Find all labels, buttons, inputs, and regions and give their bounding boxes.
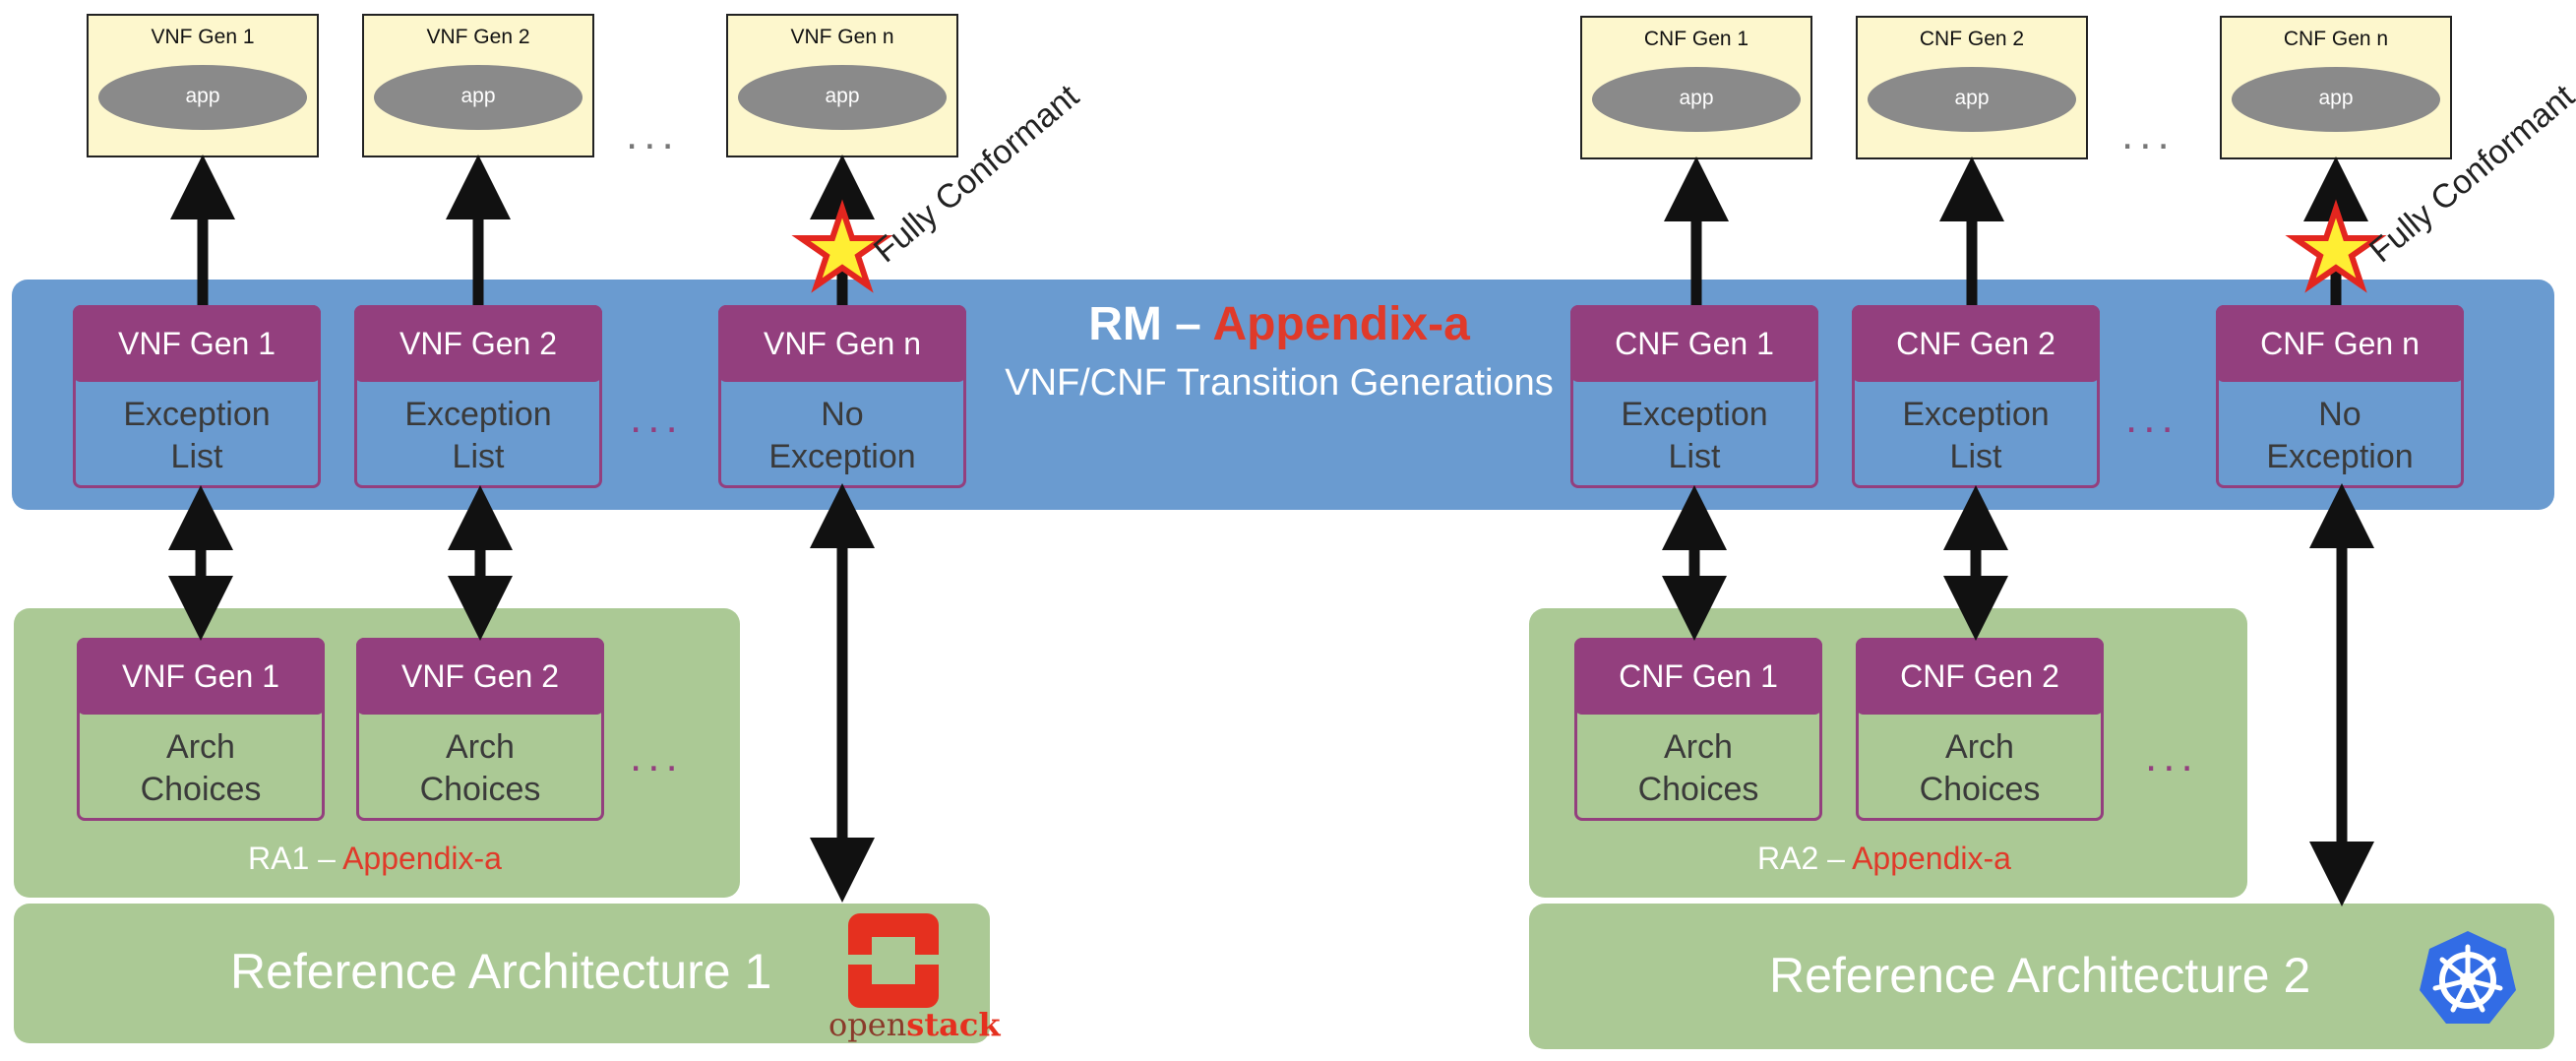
top-app-cnf-gen-1: CNF Gen 1 app <box>1580 16 1812 159</box>
kubernetes-logo <box>2415 927 2521 1033</box>
reference-architecture-2-label: Reference Architecture 2 <box>1769 948 2311 1003</box>
top-app-vnf-gen-1: VNF Gen 1 app <box>87 14 319 157</box>
app-ellipse: app <box>1592 67 1801 132</box>
app-box-title: VNF Gen n <box>790 26 894 48</box>
app-ellipse: app <box>1868 67 2076 132</box>
app-ellipse: app <box>98 65 307 130</box>
openstack-logo: openstack <box>825 907 1000 1045</box>
app-label: app <box>460 85 496 107</box>
top-app-vnf-gen-n: VNF Gen n app <box>726 14 958 157</box>
ra2-label: RA2 – Appendix-a <box>1757 841 2011 876</box>
ra1-label: RA1 – Appendix-a <box>248 841 502 876</box>
rm-title-prefix: RM – <box>1088 298 1201 350</box>
rm-title-appendix: Appendix-a <box>1212 298 1470 350</box>
card-header: CNF Gen 1 <box>1574 638 1822 715</box>
top-app-cnf-gen-2: CNF Gen 2 app <box>1856 16 2088 159</box>
app-ellipse: app <box>2232 67 2440 132</box>
ellipsis-top-vnf: ... <box>626 110 680 158</box>
app-label: app <box>2318 87 2354 109</box>
app-ellipse: app <box>738 65 947 130</box>
top-app-vnf-gen-2: VNF Gen 2 app <box>362 14 594 157</box>
rm-title: RM – Appendix-a <box>984 297 1574 351</box>
card-header: VNF Gen 2 <box>356 638 604 715</box>
card-header: CNF Gen 2 <box>1856 638 2104 715</box>
conformance-star-icon <box>2285 199 2387 293</box>
app-label: app <box>185 85 220 107</box>
ellipsis-ra1: ... <box>630 732 684 780</box>
card-header: CNF Gen 1 <box>1570 305 1818 382</box>
card-header: VNF Gen 1 <box>73 305 321 382</box>
card-header: VNF Gen n <box>718 305 966 382</box>
app-ellipse: app <box>374 65 583 130</box>
ellipsis-rm-vnf: ... <box>630 394 684 442</box>
card-header: VNF Gen 1 <box>77 638 325 715</box>
top-app-cnf-gen-n: CNF Gen n app <box>2220 16 2452 159</box>
app-box-title: CNF Gen 1 <box>1643 28 1749 50</box>
ellipsis-top-cnf: ... <box>2121 110 2176 158</box>
reference-architecture-1 <box>14 904 990 1043</box>
app-label: app <box>1679 87 1714 109</box>
rm-subtitle: VNF/CNF Transition Generations <box>1005 362 1554 404</box>
app-box-title: CNF Gen 2 <box>1919 28 2025 50</box>
app-label: app <box>825 85 860 107</box>
card-header: VNF Gen 2 <box>354 305 602 382</box>
ellipsis-ra2: ... <box>2145 732 2199 780</box>
openstack-logo-text: openstack <box>828 1006 1001 1043</box>
reference-architecture-1-label: Reference Architecture 1 <box>230 944 772 999</box>
app-box-title: CNF Gen n <box>2283 28 2389 50</box>
reference-architecture-2 <box>1529 904 2554 1049</box>
app-label: app <box>1954 87 1990 109</box>
card-header: CNF Gen 2 <box>1852 305 2100 382</box>
card-header: CNF Gen n <box>2216 305 2464 382</box>
ellipsis-rm-cnf: ... <box>2125 394 2179 442</box>
app-box-title: VNF Gen 1 <box>151 26 255 48</box>
app-box-title: VNF Gen 2 <box>426 26 530 48</box>
conformance-star-icon <box>791 199 893 293</box>
